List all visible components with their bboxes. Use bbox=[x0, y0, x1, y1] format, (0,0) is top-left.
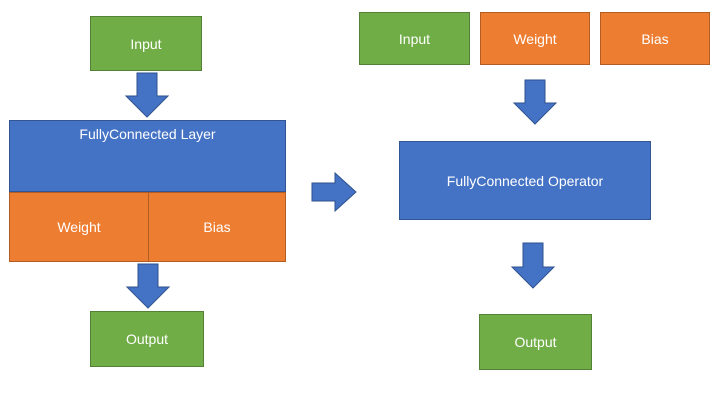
left-bias-box: Bias bbox=[148, 192, 286, 262]
right-weight-label: Weight bbox=[513, 30, 557, 47]
right-bias-box: Bias bbox=[600, 12, 710, 65]
right-weight-box: Weight bbox=[480, 12, 590, 65]
left-output-label: Output bbox=[125, 331, 169, 347]
left-input-box: Input bbox=[90, 16, 202, 71]
right-operator-label: FullyConnected Operator bbox=[446, 172, 604, 189]
left-output-box: Output bbox=[90, 311, 204, 367]
transform-arrow-right bbox=[311, 171, 357, 213]
left-arrow-down-2 bbox=[125, 263, 171, 309]
right-output-box: Output bbox=[479, 314, 592, 370]
left-input-label: Input bbox=[130, 35, 162, 52]
right-operator-box: FullyConnected Operator bbox=[399, 141, 651, 220]
right-output-label: Output bbox=[514, 334, 557, 350]
right-input-box: Input bbox=[359, 12, 470, 65]
left-layer-title: FullyConnected Layer bbox=[79, 126, 216, 142]
right-arrow-down-1 bbox=[512, 79, 558, 125]
left-bias-label: Bias bbox=[203, 219, 231, 235]
right-bias-label: Bias bbox=[641, 30, 669, 47]
right-input-label: Input bbox=[398, 30, 431, 47]
left-weight-label: Weight bbox=[57, 219, 101, 235]
left-arrow-down-1 bbox=[124, 72, 170, 118]
right-arrow-down-2 bbox=[510, 242, 556, 289]
left-layer-box: FullyConnected Layer bbox=[9, 120, 286, 192]
left-weight-box: Weight bbox=[9, 192, 149, 262]
